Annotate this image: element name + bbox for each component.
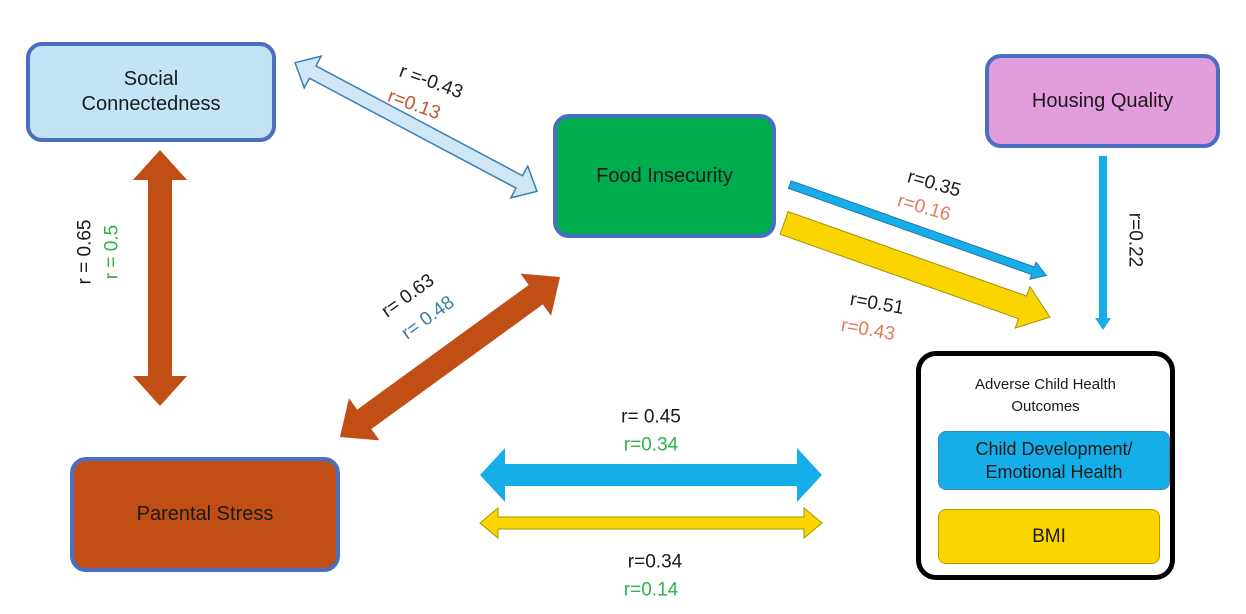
label-parental-dev-r2: r=0.34 [623,434,679,456]
node-parental-stress: Parental Stress [70,457,340,572]
label-parental-bmi-r2: r=0.14 [623,579,679,601]
arrow-social-parental [133,150,187,406]
arrow-food-parental [339,273,561,441]
outcomes-title: Adverse Child Health Outcomes [975,376,1116,415]
label-parental-dev-r1: r= 0.45 [621,406,681,428]
label-parental-bmi-r1: r=0.34 [627,551,683,573]
node-adverse-outcomes: Adverse Child Health Outcomes Child Deve… [916,351,1175,580]
arrow-housing-outcomes [1095,156,1111,330]
label-housing-outcomes-r1: r=0.22 [1124,212,1146,268]
node-food-insecurity-label: Food Insecurity [596,164,733,187]
node-housing-quality: Housing Quality [985,54,1220,148]
arrow-parental-dev [480,448,822,502]
node-parental-stress-label: Parental Stress [136,503,274,525]
node-housing-quality-label: Housing Quality [1031,89,1174,112]
node-social-connectedness: Social Connectedness [26,42,276,142]
arrow-food-bmi [779,210,1051,329]
node-child-development: Child Development/ Emotional Health [938,431,1170,490]
label-social-parental-r2: r = 0.5 [101,224,123,280]
node-bmi-label: BMI [1032,525,1066,547]
label-social-parental-r1: r = 0.65 [74,219,96,285]
node-social-connectedness-label: Social Connectedness [81,68,221,115]
node-food-insecurity: Food Insecurity [553,114,776,238]
arrow-social-food [294,55,538,199]
arrow-parental-bmi [479,506,823,540]
node-child-development-label: Child Development/ Emotional Health [975,439,1133,482]
node-bmi: BMI [938,509,1160,564]
arrow-food-dev [787,180,1048,280]
